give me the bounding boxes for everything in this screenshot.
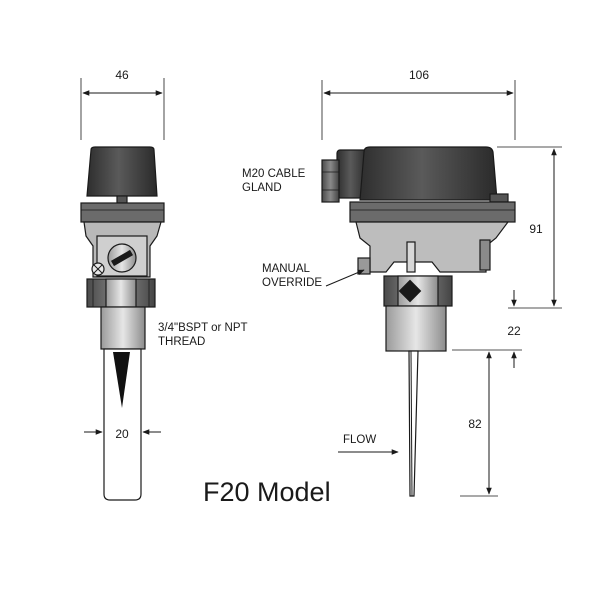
front-flange [80,202,165,223]
side-flange [349,201,516,223]
thread-label-line1: 3/4"BSPT or NPT [158,322,248,334]
thread-label-line2: THREAD [158,336,205,348]
manual-override-leader [325,269,365,287]
dim-82-label: 82 [468,417,482,431]
dim-106-label: 106 [409,68,429,82]
front-paddle-spring [113,352,130,408]
side-screw-slot-b [93,264,103,274]
side-view: 106 91 22 [242,68,562,497]
front-paddle [103,348,142,501]
dim-46-label: 46 [115,68,129,82]
side-base-boss [479,239,491,271]
flow-label: FLOW [343,434,376,446]
manual-override-label-line1: MANUAL [262,263,311,275]
side-housing-lid [359,146,498,201]
side-hex-mark [398,279,422,303]
side-spring-rod [406,241,416,273]
model-title: F20 Model [203,477,331,507]
side-thread [385,305,447,352]
front-hex-face [105,278,137,308]
cable-gland-label-line2: GLAND [242,182,282,194]
front-cover-clip [116,195,128,204]
manual-override-label-line2: OVERRIDE [262,277,322,289]
override-screw-slot [110,249,134,267]
side-paddle-center [410,350,413,497]
front-cover [86,146,158,197]
cable-gland-label-line1: M20 CABLE [242,168,306,180]
dim-22-label: 22 [507,324,521,338]
dim-20-label: 20 [115,427,129,441]
side-lid-latch [489,193,509,203]
front-thread [100,306,146,350]
front-view: 46 20 3/4"BSPT or NPT THREAD [80,68,248,501]
side-paddle [408,350,419,497]
dim-91-label: 91 [529,222,543,236]
cable-gland-nut [321,159,340,203]
side-base [355,221,510,273]
